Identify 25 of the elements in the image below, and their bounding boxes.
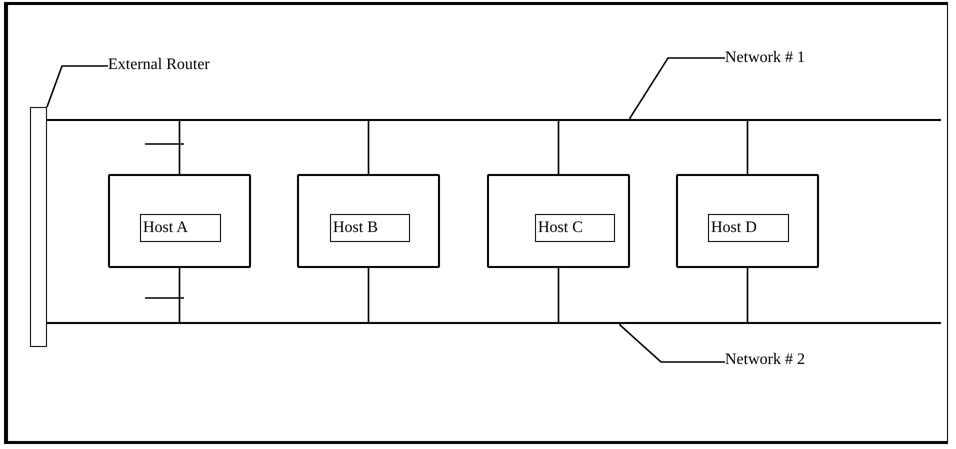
leader-line (46, 65, 108, 108)
router-bar (30, 107, 47, 347)
text-label: Network # 2 (725, 351, 805, 369)
host-label-box: Host B (330, 214, 410, 242)
host-label-box: Host A (140, 214, 221, 242)
host-box (297, 174, 440, 268)
leader-line (619, 324, 725, 363)
host-label-box: Host D (708, 214, 789, 242)
connection-line (178, 268, 180, 322)
network-bus-line (46, 322, 941, 324)
connection-line (746, 268, 748, 322)
connection-line (746, 121, 748, 174)
host-label-box: Host C (535, 214, 615, 242)
host-box (108, 174, 251, 268)
text-label: External Router (108, 56, 210, 74)
connection-line (368, 268, 370, 322)
host-box (676, 174, 819, 268)
connection-line (368, 121, 370, 174)
connection-line (178, 121, 180, 174)
connection-line (558, 268, 560, 322)
text-label: Network # 1 (725, 49, 805, 67)
leader-line (629, 57, 725, 120)
connection-line (558, 121, 560, 174)
host-box (487, 174, 630, 268)
network-bus-line (46, 119, 941, 121)
